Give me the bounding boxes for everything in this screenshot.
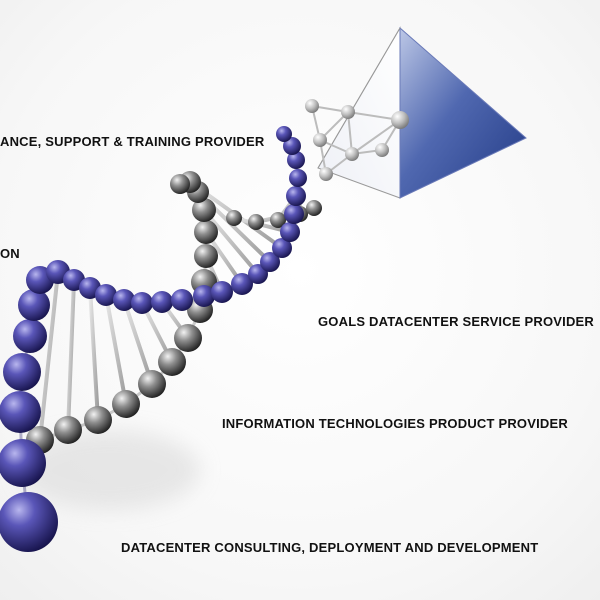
label-support-training-provider: ANCE, SUPPORT & TRAINING PROVIDER	[0, 134, 265, 149]
lattice-atom	[345, 147, 359, 161]
helix-rung	[122, 298, 154, 386]
lattice-atom	[341, 105, 355, 119]
purple-sphere	[113, 289, 135, 311]
purple-sphere	[286, 186, 306, 206]
helix-rung	[104, 293, 128, 406]
purple-sphere	[276, 126, 292, 142]
purple-sphere	[211, 281, 233, 303]
purple-sphere	[193, 285, 215, 307]
lattice-atom	[375, 143, 389, 157]
molecule-lattice-illustration	[305, 99, 409, 181]
helix-rung	[202, 208, 260, 276]
purple-sphere	[260, 252, 280, 272]
purple-sphere	[231, 273, 253, 295]
purple-sphere	[284, 204, 304, 224]
lattice-bond	[351, 119, 401, 155]
silver-sphere	[306, 200, 322, 216]
silver-sphere	[226, 210, 242, 226]
silver-sphere	[194, 244, 218, 268]
lattice-atom	[313, 133, 327, 147]
lattice-atom	[305, 99, 319, 113]
label-goals-datacenter-service-provider: GOALS DATACENTER SERVICE PROVIDER	[318, 314, 595, 329]
purple-sphere	[280, 222, 300, 242]
silver-sphere	[270, 212, 286, 228]
silver-sphere	[248, 214, 264, 230]
helix-rung	[66, 278, 76, 432]
silver-sphere	[54, 416, 82, 444]
label-information-technologies-product-provider: INFORMATION TECHNOLOGIES PRODUCT PROVIDE…	[222, 416, 568, 431]
lattice-atom	[319, 167, 333, 181]
lattice-atom	[391, 111, 409, 129]
purple-sphere	[171, 289, 193, 311]
purple-sphere	[131, 292, 153, 314]
purple-sphere	[283, 137, 301, 155]
helix-rung	[38, 270, 60, 442]
silver-sphere	[170, 174, 190, 194]
silver-sphere	[112, 390, 140, 418]
silver-sphere	[84, 406, 112, 434]
silver-sphere	[192, 198, 216, 222]
purple-sphere	[0, 391, 41, 433]
silver-sphere	[158, 348, 186, 376]
purple-sphere	[0, 492, 58, 552]
purple-sphere	[13, 319, 47, 353]
purple-sphere	[3, 353, 41, 391]
label-partial: ON	[0, 246, 20, 261]
helix-shadow	[20, 430, 200, 510]
purple-sphere	[272, 238, 292, 258]
silver-sphere	[174, 324, 202, 352]
purple-sphere	[151, 291, 173, 313]
dna-helix-illustration	[0, 126, 322, 552]
label-datacenter-consulting: DATACENTER CONSULTING, DEPLOYMENT AND DE…	[121, 540, 539, 555]
helix-rung	[88, 286, 100, 422]
silver-sphere	[138, 370, 166, 398]
lattice-bond	[347, 111, 353, 155]
silver-sphere	[194, 220, 218, 244]
purple-sphere	[289, 169, 307, 187]
purple-sphere	[18, 289, 50, 321]
purple-sphere	[287, 151, 305, 169]
purple-sphere	[0, 439, 46, 487]
purple-sphere	[95, 284, 117, 306]
